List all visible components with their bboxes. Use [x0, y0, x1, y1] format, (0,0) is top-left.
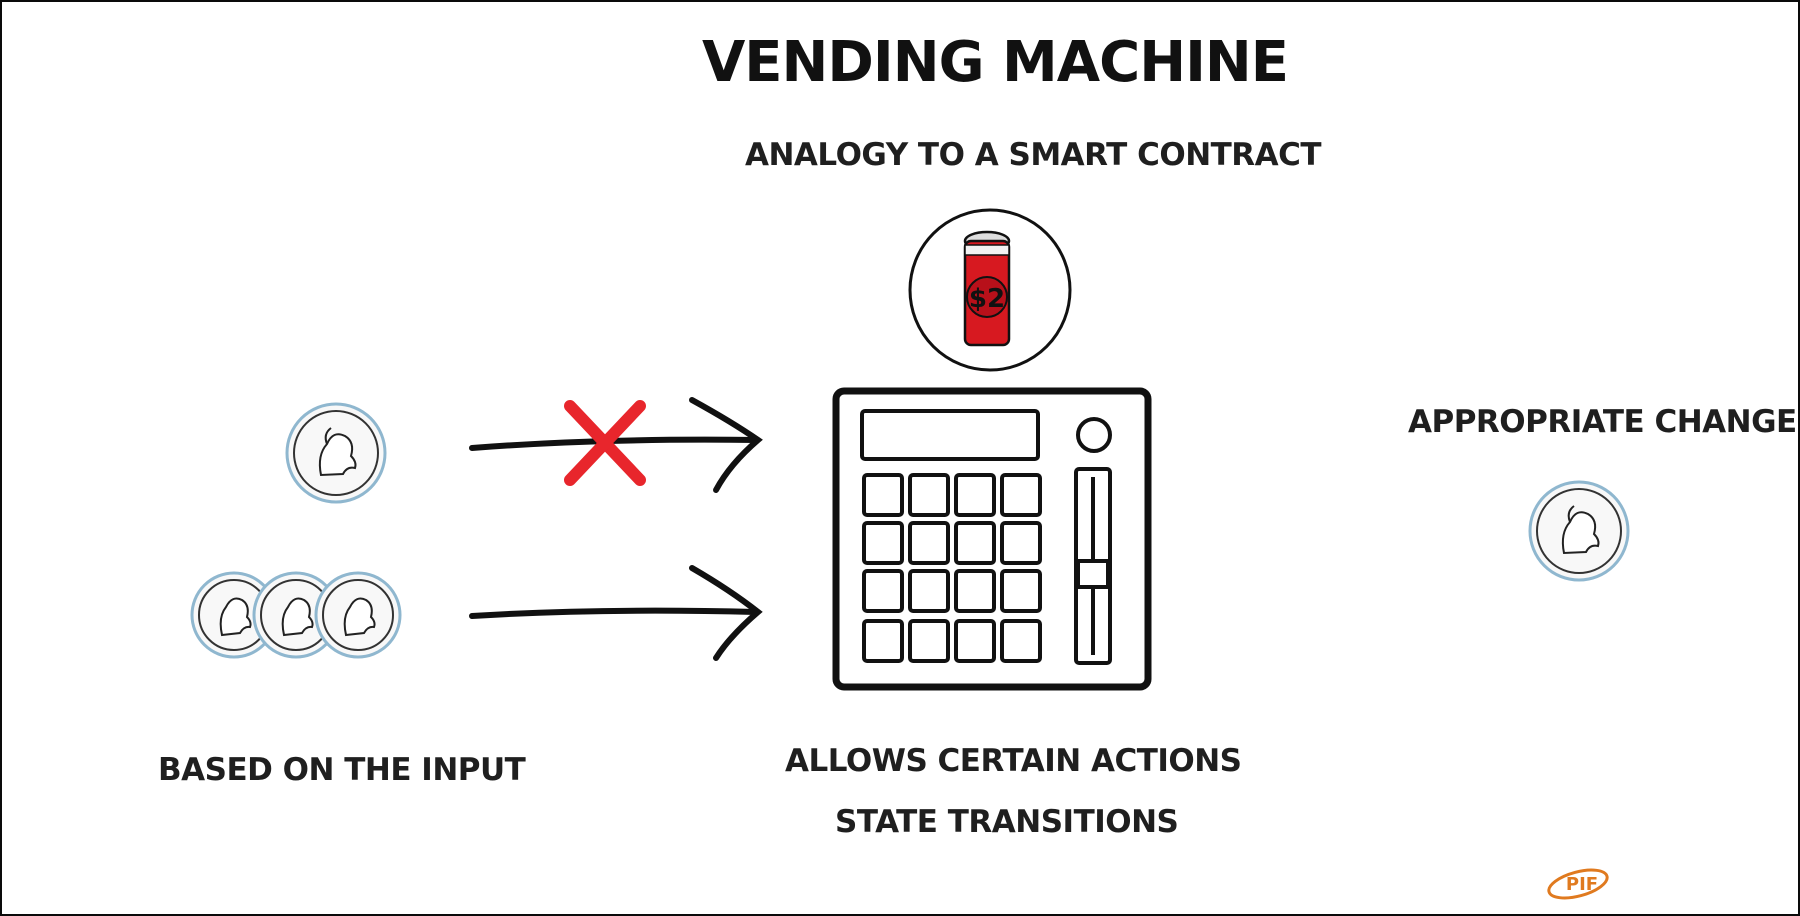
input-arrows: [469, 397, 763, 661]
bottom-arrow: [469, 565, 763, 661]
pif-logo-icon: PIF: [1547, 868, 1609, 900]
slide-title: VENDING MACHINE: [701, 30, 1289, 95]
change-coin-icon: [1528, 480, 1630, 582]
output-label: APPROPRIATE CHANGE: [1408, 404, 1797, 440]
vending-machine-icon: [832, 387, 1152, 691]
single-coin-icon: [285, 402, 387, 504]
machine-caption-transitions: STATE TRANSITIONS: [835, 804, 1179, 840]
soda-can-icon: $2: [908, 208, 1072, 372]
slide-subtitle: ANALOGY TO A SMART CONTRACT: [745, 137, 1322, 173]
input-label: BASED ON THE INPUT: [158, 752, 526, 788]
machine-caption-actions: ALLOWS CERTAIN ACTIONS: [785, 743, 1242, 779]
svg-text:PIF: PIF: [1566, 874, 1598, 895]
three-coins-icon: [190, 571, 402, 659]
can-price: $2: [969, 284, 1005, 314]
reject-x-icon: [564, 400, 646, 486]
